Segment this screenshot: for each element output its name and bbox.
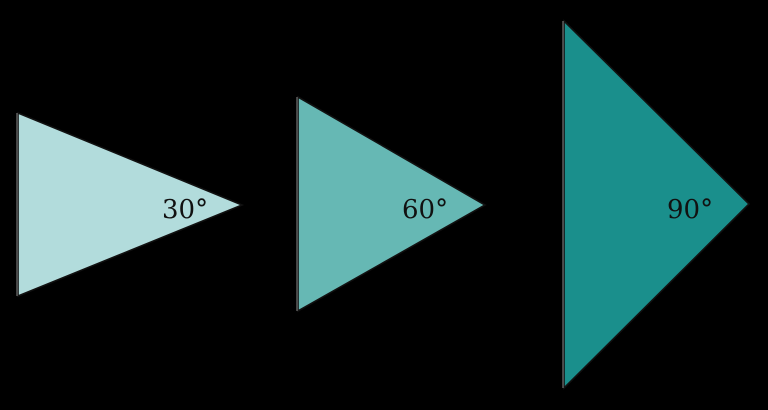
triangle-90-group: 90° (562, 19, 751, 390)
triangle-30 (17, 111, 245, 298)
triangle-60-group: 60° (296, 95, 487, 313)
triangle-60 (297, 95, 487, 313)
triangle-90 (563, 19, 751, 390)
angle-label-90: 90° (667, 195, 713, 225)
angle-label-30: 30° (162, 195, 208, 225)
angle-label-60: 60° (402, 195, 448, 225)
triangle-30-group: 30° (16, 111, 245, 298)
